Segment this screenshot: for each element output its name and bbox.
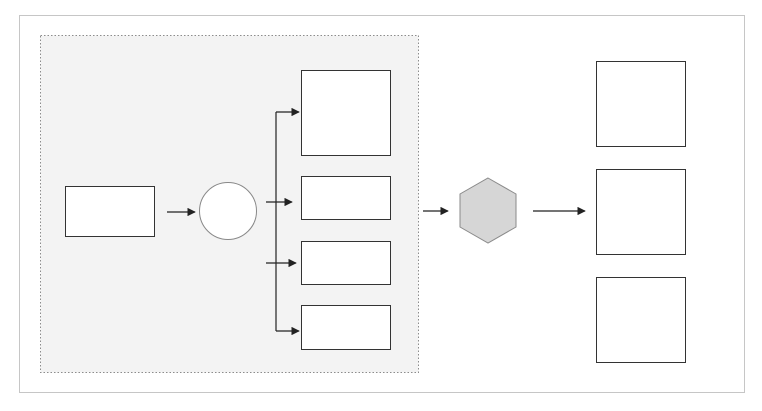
branch-box-3 <box>301 241 391 285</box>
branch-box-2 <box>301 176 391 220</box>
input-box <box>65 186 155 237</box>
circle-node <box>199 182 257 240</box>
output-box-2 <box>596 169 686 255</box>
hexagon-node <box>459 177 517 244</box>
branch-box-1 <box>301 70 391 156</box>
output-box-3 <box>596 277 686 363</box>
branch-box-4 <box>301 305 391 350</box>
output-box-1 <box>596 61 686 147</box>
